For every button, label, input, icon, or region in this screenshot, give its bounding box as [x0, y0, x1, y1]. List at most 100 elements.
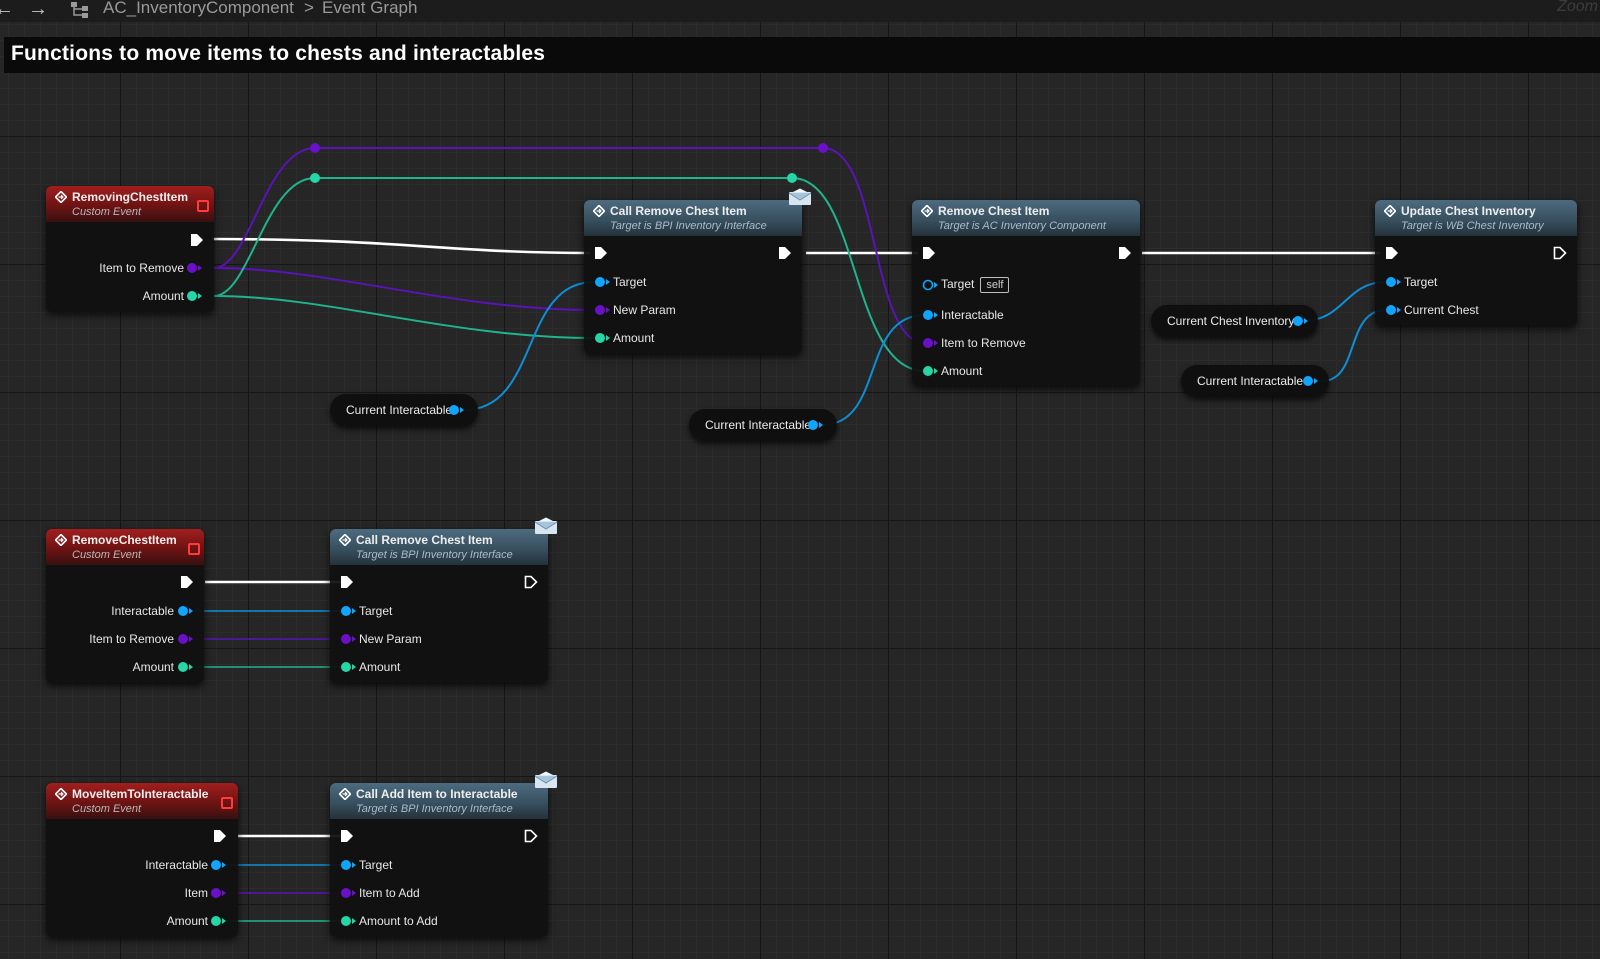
forward-arrow-icon[interactable]: → — [28, 0, 48, 20]
amount-wire[interactable] — [213, 295, 595, 339]
amount-out-pin-icon[interactable] — [211, 915, 227, 927]
variable-label: Current Chest Inventory — [1167, 314, 1295, 328]
item-out-pin-icon[interactable] — [178, 633, 194, 645]
pin-interactable: Interactable — [111, 604, 174, 618]
interface-message-icon — [534, 517, 558, 534]
graph-toolbar: ← → AC_InventoryComponent > Event Graph … — [0, 0, 1600, 22]
pin-target-label: Target — [941, 277, 975, 291]
object-in-pin-icon[interactable] — [1385, 304, 1401, 316]
reroute-knot[interactable] — [310, 143, 320, 153]
node-subtitle: Custom Event — [72, 803, 142, 815]
amount-out-pin-icon[interactable] — [178, 661, 194, 673]
event-delegate-pin-icon[interactable] — [221, 797, 233, 809]
variable-label: Current Interactable — [346, 403, 453, 417]
event-delegate-pin-icon[interactable] — [197, 200, 209, 212]
pin-interactable: Interactable — [941, 308, 1004, 322]
object-in-pin-icon[interactable] — [594, 276, 610, 288]
node-subtitle: Target is BPI Inventory Interface — [356, 549, 513, 561]
item-in-pin-icon[interactable] — [594, 304, 610, 316]
object-out-pin-icon[interactable] — [211, 859, 227, 871]
call-add-item-to-interactable-node[interactable]: Call Add Item to Interactable Target is … — [330, 771, 558, 937]
object-out-pin-icon[interactable] — [1303, 375, 1319, 387]
node-title: Call Add Item to Interactable — [356, 787, 518, 801]
get-current-interactable-node[interactable]: Current Interactable — [1181, 365, 1329, 397]
call-remove-chest-item-node[interactable]: Call Remove Chest Item Target is BPI Inv… — [584, 188, 812, 354]
exec-out-pin-icon[interactable] — [778, 246, 792, 260]
function-diamond-icon — [593, 205, 605, 217]
reroute-knot[interactable] — [310, 173, 320, 183]
back-arrow-icon[interactable]: ← — [0, 0, 14, 20]
object-in-pin-icon[interactable] — [922, 309, 938, 321]
pin-item-to-add: Item to Add — [359, 886, 420, 900]
comment-box-header[interactable]: Functions to move items to chests and in… — [4, 37, 1600, 73]
exec-in-pin-icon[interactable] — [922, 246, 936, 260]
remove-chest-item-event-node[interactable]: RemoveChestItem Custom Event Interactabl… — [46, 529, 204, 683]
exec-in-pin-icon[interactable] — [340, 575, 354, 589]
pin-item: Item — [184, 886, 208, 900]
exec-out-pin-icon[interactable] — [180, 575, 194, 589]
object-out-pin-icon[interactable] — [449, 404, 465, 416]
event-delegate-pin-icon[interactable] — [188, 543, 200, 555]
object-in-pin-icon[interactable] — [1385, 276, 1401, 288]
breadcrumb-component[interactable]: AC_InventoryComponent — [103, 0, 294, 17]
update-chest-inventory-node[interactable]: Update Chest Inventory Target is WB Ches… — [1375, 200, 1577, 326]
target-self-default[interactable]: self — [980, 277, 1010, 293]
breadcrumb-graph[interactable]: Event Graph — [322, 0, 418, 17]
function-diamond-icon — [921, 205, 933, 217]
exec-in-pin-icon[interactable] — [340, 829, 354, 843]
remove-chest-item-node[interactable]: Remove Chest Item Target is AC Inventory… — [912, 200, 1140, 386]
exec-out-pin-unconnected-icon[interactable] — [524, 575, 538, 589]
node-title: RemovingChestItem — [72, 190, 189, 204]
amount-in-pin-icon[interactable] — [340, 661, 356, 673]
object-out-pin-icon[interactable] — [178, 605, 194, 617]
object-in-pin-icon[interactable] — [340, 859, 356, 871]
item-out-pin-icon[interactable] — [211, 887, 227, 899]
reroute-knot[interactable] — [787, 173, 797, 183]
amount-wire-reroute[interactable] — [213, 177, 926, 372]
item-in-pin-icon[interactable] — [340, 633, 356, 645]
interface-message-icon — [788, 188, 812, 205]
variable-label: Current Interactable — [1197, 374, 1304, 388]
object-out-pin-icon[interactable] — [808, 419, 824, 431]
get-current-interactable-node[interactable]: Current Interactable — [689, 409, 837, 441]
item-in-pin-icon[interactable] — [922, 337, 938, 349]
amount-in-pin-icon[interactable] — [340, 915, 356, 927]
pin-target: Target — [613, 275, 647, 289]
pin-interactable: Interactable — [145, 858, 208, 872]
exec-out-pin-unconnected-icon[interactable] — [524, 829, 538, 843]
item-in-pin-icon[interactable] — [340, 887, 356, 899]
amount-in-pin-icon[interactable] — [922, 365, 938, 377]
function-diamond-icon — [339, 534, 351, 546]
exec-out-pin-icon[interactable] — [190, 233, 204, 247]
node-title: Remove Chest Item — [938, 204, 1050, 218]
object-wire[interactable] — [1321, 309, 1387, 382]
object-in-pin-icon[interactable] — [340, 605, 356, 617]
pin-amount: Amount — [941, 364, 983, 378]
exec-out-pin-unconnected-icon[interactable] — [1553, 246, 1567, 260]
item-out-pin-icon[interactable] — [187, 262, 203, 274]
pin-amount: Amount — [132, 660, 174, 674]
function-diamond-icon — [1384, 205, 1396, 217]
pin-amount: Amount — [359, 660, 401, 674]
object-wire[interactable] — [821, 314, 926, 426]
exec-out-pin-icon[interactable] — [1118, 246, 1132, 260]
object-out-pin-icon[interactable] — [1293, 315, 1309, 327]
item-wire[interactable] — [213, 267, 595, 311]
exec-in-pin-icon[interactable] — [594, 246, 608, 260]
removing-chest-item-event-node[interactable]: RemovingChestItem Custom Event Item to R… — [46, 186, 214, 312]
call-remove-chest-item-node[interactable]: Call Remove Chest Item Target is BPI Inv… — [330, 517, 558, 683]
exec-wire[interactable] — [211, 237, 591, 255]
exec-in-pin-icon[interactable] — [1385, 246, 1399, 260]
reroute-knot[interactable] — [818, 143, 828, 153]
object-in-pin-unconnected-icon[interactable] — [922, 279, 938, 291]
amount-out-pin-icon[interactable] — [187, 290, 203, 302]
pin-current-chest: Current Chest — [1404, 303, 1479, 317]
amount-in-pin-icon[interactable] — [594, 332, 610, 344]
exec-out-pin-icon[interactable] — [213, 829, 227, 843]
get-current-interactable-node[interactable]: Current Interactable — [330, 394, 478, 426]
move-item-to-interactable-event-node[interactable]: MoveItemToInteractable Custom Event Inte… — [46, 783, 238, 937]
node-title: Call Remove Chest Item — [356, 533, 493, 547]
get-current-chest-inventory-node[interactable]: Current Chest Inventory — [1151, 305, 1318, 337]
pin-amount: Amount — [166, 914, 208, 928]
object-wire[interactable] — [463, 281, 595, 411]
